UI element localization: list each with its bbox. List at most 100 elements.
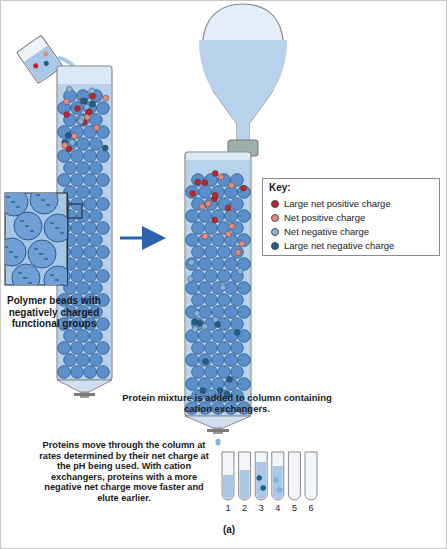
exchanger-bead [186, 258, 199, 271]
exchanger-bead [199, 258, 212, 271]
exchanger-bead [238, 234, 251, 247]
charge-mark [30, 231, 34, 232]
exchanger-bead [218, 342, 231, 355]
bead-bed [186, 171, 251, 415]
protein-dot [202, 180, 208, 186]
tube-number: 5 [286, 503, 302, 513]
protein-dot [203, 359, 209, 365]
exchanger-bead [212, 234, 225, 247]
charge-mark [55, 228, 59, 229]
exchanger-bead [77, 354, 90, 367]
exchanger-bead [231, 318, 244, 331]
charge-mark [46, 205, 50, 206]
protein-dot [199, 203, 205, 209]
exchanger-bead [97, 318, 110, 331]
protein-dot [202, 233, 208, 239]
exchanger-bead [199, 210, 212, 223]
process-arrow [120, 237, 160, 240]
protein-dot [42, 51, 49, 58]
charge-mark [23, 278, 27, 279]
test-tube [272, 452, 284, 500]
protein-dot [229, 183, 235, 189]
exchanger-bead [186, 378, 199, 391]
exchanger-bead [84, 366, 97, 379]
column-tube [185, 152, 251, 416]
legend-text: Net negative charge [284, 226, 369, 237]
exchanger-bead [231, 366, 244, 379]
exchanger-bead [90, 114, 103, 127]
step-caption: Protein mixture is added to column conta… [118, 393, 336, 415]
exchanger-bead [192, 366, 205, 379]
exchanger-bead [186, 282, 199, 295]
exchanger-bead [84, 342, 97, 355]
test-tube [239, 452, 251, 500]
exchanger-bead [238, 306, 251, 319]
column-liquid [186, 160, 250, 415]
protein-dot [205, 201, 211, 207]
legend-swatch [271, 228, 279, 236]
exchanger-bead [212, 306, 225, 319]
charge-mark [36, 195, 40, 196]
exchanger-bead [90, 258, 103, 271]
exchanger-bead [199, 330, 212, 343]
exchanger-bead [97, 222, 110, 235]
charge-mark [50, 223, 54, 224]
charge-mark [41, 200, 45, 201]
exchanger-bead [212, 186, 225, 199]
protein-dot [225, 205, 231, 211]
exchanger-bead [90, 354, 103, 367]
exchanger-bead [218, 294, 231, 307]
legend-entry: Net negative charge [271, 225, 369, 238]
protein-dot [80, 98, 86, 104]
exchanger-bead [77, 234, 90, 247]
protein-dot [84, 114, 90, 120]
eluate-drop [216, 439, 221, 446]
exchanger-bead [71, 174, 84, 187]
protein-dot [256, 475, 262, 481]
protein-dot [212, 217, 218, 223]
exchanger-bead [90, 234, 103, 247]
exchanger-bead [225, 354, 238, 367]
charge-mark [44, 259, 48, 260]
fraction-liquid [256, 462, 266, 499]
exchanger-bead [84, 222, 97, 235]
buffer-liquid [199, 40, 287, 140]
exchanger-bead [212, 258, 225, 271]
exchanger-bead [97, 102, 110, 115]
bead-closeup [28, 240, 56, 268]
charge-mark [20, 221, 24, 222]
protein-dot [66, 86, 72, 92]
exchanger-bead [71, 246, 84, 259]
exchanger-bead [58, 174, 71, 187]
bead-closeup [44, 214, 67, 242]
legend-text: Large net negative charge [284, 240, 394, 251]
protein-dot [94, 125, 100, 131]
legend-box: Key:Large net positive chargeNet positiv… [262, 178, 440, 256]
exchanger-bead [71, 270, 84, 283]
tube-number: 4 [270, 503, 286, 513]
protein-dot [69, 140, 75, 146]
protein-dot [237, 268, 243, 274]
exchanger-bead [90, 210, 103, 223]
bead-closeup [44, 266, 67, 285]
charge-mark [60, 285, 64, 286]
exchanger-bead [90, 282, 103, 295]
exchanger-bead [192, 222, 205, 235]
protein-dot [195, 179, 201, 185]
exchanger-bead [238, 378, 251, 391]
exchanger-bead [192, 198, 205, 211]
bead-caption: Polymer beads with negatively charged fu… [2, 295, 106, 330]
exchanger-bead [231, 342, 244, 355]
charge-mark [60, 233, 64, 234]
legend-swatch [271, 214, 279, 222]
exchanger-bead [199, 234, 212, 247]
exchanger-bead [199, 354, 212, 367]
exchanger-bead [212, 354, 225, 367]
exchanger-bead [84, 198, 97, 211]
exchanger-bead [90, 162, 103, 175]
exchanger-bead [71, 222, 84, 235]
exchanger-bead [64, 330, 77, 343]
test-tube [255, 452, 267, 500]
exchanger-bead [218, 270, 231, 283]
exchanger-bead [77, 282, 90, 295]
